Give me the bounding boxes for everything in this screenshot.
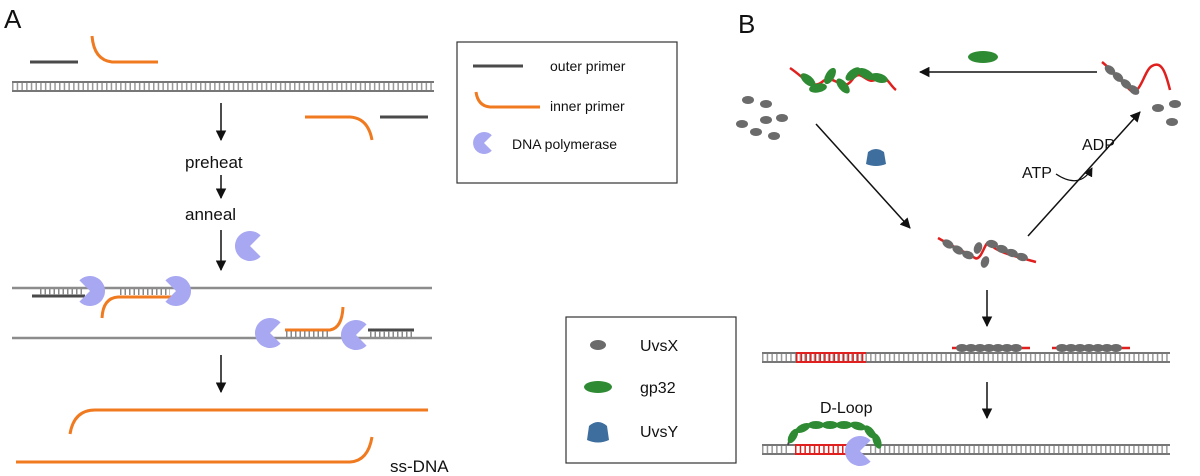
legend-uvsy-icon <box>587 422 609 443</box>
legend-inner-primer-swatch <box>474 91 540 109</box>
legend-outer-primer-label: outer primer <box>550 58 626 74</box>
dloop-structure <box>762 421 1170 466</box>
legend-uvsx-label: UvsX <box>640 338 679 355</box>
legend-gp32-icon <box>584 381 612 393</box>
ssdna-label: ss-DNA <box>390 457 449 476</box>
legend-gp32-label: gp32 <box>640 380 676 397</box>
polymerase-icon-4 <box>340 320 367 350</box>
panel-b-letter: B <box>738 9 755 39</box>
free-gp32-icon <box>968 51 998 63</box>
inner-primer-bound-1 <box>100 295 172 319</box>
adp-label: ADP <box>1082 137 1115 154</box>
arrow-b-right <box>1027 111 1141 237</box>
presynaptic-filament <box>937 236 1037 268</box>
polymerase-icon-dloop <box>844 436 871 466</box>
ssdna-product-2 <box>16 436 374 464</box>
legend-inner-primer-label: inner primer <box>550 98 625 114</box>
free-uvsx-cluster-left <box>736 96 788 140</box>
dloop-label: D-Loop <box>820 400 873 417</box>
dsdna-target-b <box>762 352 1170 363</box>
polymerase-icon-anneal <box>234 231 261 261</box>
uvsx-filament-bound-2 <box>1052 344 1130 352</box>
arrow-b-left <box>815 123 911 229</box>
panel-a-letter: A <box>4 4 22 34</box>
atp-label: ATP <box>1022 165 1052 182</box>
uvsx-ssdna-release <box>1101 61 1181 126</box>
polymerase-icon-2 <box>165 276 192 306</box>
inner-primer-bound-2 <box>285 306 345 332</box>
inner-primer-bottom <box>305 115 374 141</box>
atp-adp-arrow <box>1055 167 1093 182</box>
ssdna-product-1 <box>68 408 428 435</box>
legend-polymerase-label: DNA polymerase <box>512 136 617 152</box>
legend-uvsy-label: UvsY <box>640 424 679 441</box>
polymerase-icon-3 <box>254 318 281 348</box>
gp32-coated-ssdna <box>789 66 897 94</box>
step-anneal: anneal <box>185 205 236 224</box>
dsdna-template-a <box>12 81 434 92</box>
uvsy-icon-b <box>866 149 886 166</box>
legend-uvsx-icon <box>590 340 606 350</box>
polymerase-icon-1 <box>79 276 106 306</box>
inner-primer-top <box>90 35 158 64</box>
step-preheat: preheat <box>185 153 243 172</box>
uvsx-filament-bound-1 <box>952 344 1030 352</box>
